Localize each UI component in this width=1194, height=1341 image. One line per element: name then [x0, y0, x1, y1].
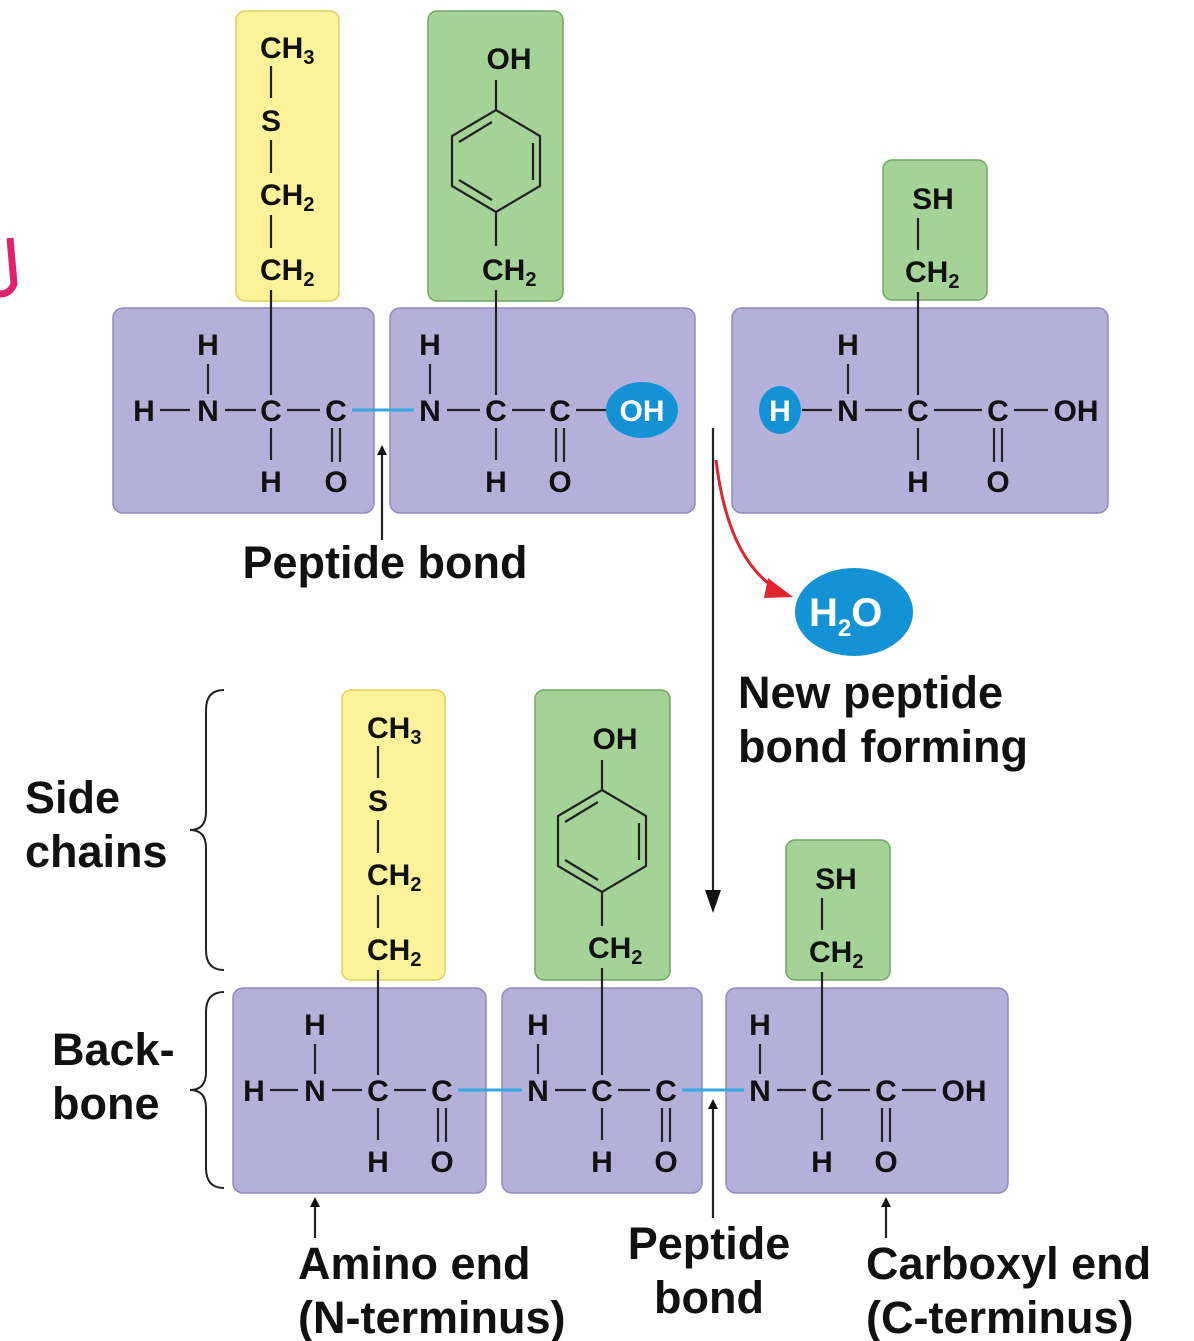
- met-o-bottom: O: [430, 1146, 453, 1179]
- cys-h-alpha-top: H: [907, 466, 929, 499]
- cys-c-carbonyl-bottom: C: [875, 1075, 897, 1108]
- new-bond-label-line2: bond forming: [738, 721, 1028, 772]
- cys-h-n-bottom: H: [749, 1009, 771, 1042]
- tyr-o-bottom: O: [654, 1146, 677, 1179]
- tyr-c-alpha-bottom: C: [591, 1075, 613, 1108]
- tyr-o-top: O: [548, 466, 571, 499]
- met-ch2a-bottom: CH2: [367, 859, 421, 896]
- cys-h-alpha-bottom: H: [811, 1146, 833, 1179]
- cys-sh-bottom: SH: [815, 863, 857, 896]
- tyr-h-alpha-top: H: [485, 466, 507, 499]
- peptide-bond-label-top: Peptide bond: [243, 537, 528, 588]
- cys-o-bottom: O: [874, 1146, 897, 1179]
- met-c-carbonyl-bottom: C: [431, 1075, 453, 1108]
- cys-ch2-bottom: CH2: [809, 936, 863, 973]
- cys-o-top: O: [986, 466, 1009, 499]
- tyr-ch2-top: CH2: [482, 254, 536, 291]
- backbone-label-line2: bone: [52, 1078, 160, 1129]
- cys-h-n-top: H: [837, 329, 859, 362]
- met-h-left-bottom: H: [243, 1075, 265, 1108]
- met-ch2b-top: CH2: [260, 254, 314, 291]
- met-h-alpha-bottom: H: [367, 1146, 389, 1179]
- cys-side-chain-box-top: [882, 159, 988, 301]
- cys-c-alpha-top: C: [907, 395, 929, 428]
- met-c-alpha-top: C: [260, 395, 282, 428]
- met-o-top: O: [324, 466, 347, 499]
- side-chains-label-line1: Side: [25, 772, 120, 823]
- met-ch2a-top: CH2: [260, 179, 314, 216]
- water-release-arrow-head: [764, 578, 793, 598]
- met-h-n-top: H: [197, 329, 219, 362]
- cys-ch2-top: CH2: [905, 256, 959, 293]
- met-h-alpha-top: H: [260, 466, 282, 499]
- cys-side-chain-box-bottom: [785, 839, 891, 981]
- tyr-oh-bottom: OH: [593, 723, 638, 756]
- amino-end-label-line1: Amino end: [298, 1238, 531, 1289]
- carboxyl-end-label-line2: (C-terminus): [866, 1292, 1134, 1341]
- tyr-oh-top: OH: [487, 43, 532, 76]
- tyr-n-top: N: [419, 395, 441, 428]
- oh-leaving-text: OH: [620, 395, 665, 428]
- amino-end-label-line2: (N-terminus): [298, 1292, 566, 1341]
- met-c-carbonyl-top: C: [325, 395, 347, 428]
- tyr-c-alpha-top: C: [485, 395, 507, 428]
- tyr-c-carbonyl-top: C: [549, 395, 571, 428]
- met-ch3-top: CH3: [260, 32, 314, 69]
- water-release-arrow: [714, 459, 779, 592]
- cys-n-top: N: [837, 395, 859, 428]
- cys-sh-top: SH: [912, 183, 954, 216]
- backbone-label-line1: Back-: [52, 1024, 175, 1075]
- peptide-bond-label-bottom-line2: bond: [654, 1272, 764, 1323]
- backbone-brace: [189, 991, 225, 1189]
- cys-c-alpha-bottom: C: [811, 1075, 833, 1108]
- met-s-top: S: [261, 105, 281, 138]
- met-c-alpha-bottom: C: [367, 1075, 389, 1108]
- oh-leaving-bubble: [606, 382, 678, 438]
- h-leaving-bubble: [759, 386, 801, 434]
- tyr-h-alpha-bottom: H: [591, 1146, 613, 1179]
- met-ch2b-bottom: CH2: [367, 934, 421, 971]
- cys-backbone-box-top: [731, 307, 1109, 514]
- side-chains-brace: [189, 689, 225, 971]
- met-n-top: N: [197, 395, 219, 428]
- peptide-bond-label-bottom-line1: Peptide: [628, 1218, 791, 1269]
- met-side-chain-box-top: [235, 10, 340, 302]
- cys-c-carbonyl-top: C: [987, 395, 1009, 428]
- h-leaving-text: H: [769, 395, 791, 428]
- cys-n-bottom: N: [749, 1075, 771, 1108]
- water-bubble: [795, 568, 913, 656]
- met-s-bottom: S: [368, 785, 388, 818]
- met-h-n-bottom: H: [304, 1009, 326, 1042]
- cys-oh-top: OH: [1054, 395, 1099, 428]
- met-n-bottom: N: [304, 1075, 326, 1108]
- tyr-c-carbonyl-bottom: C: [655, 1075, 677, 1108]
- met-side-chain-box-bottom: [341, 689, 446, 981]
- carboxyl-end-label-line1: Carboxyl end: [866, 1238, 1151, 1289]
- tyr-h-n-top: H: [419, 329, 441, 362]
- tyr-h-n-bottom: H: [527, 1009, 549, 1042]
- tyr-ch2-bottom: CH2: [588, 932, 642, 969]
- cropped-mark: [0, 237, 18, 298]
- new-bond-label-line1: New peptide: [738, 667, 1003, 718]
- side-chains-label-line2: chains: [25, 826, 168, 877]
- met-h-left-top: H: [133, 395, 155, 428]
- met-ch3-bottom: CH3: [367, 712, 421, 749]
- reaction-arrow-head: [705, 890, 721, 913]
- water-text: H2O: [809, 591, 882, 642]
- cys-oh-bottom: OH: [942, 1075, 987, 1108]
- tyr-n-bottom: N: [527, 1075, 549, 1108]
